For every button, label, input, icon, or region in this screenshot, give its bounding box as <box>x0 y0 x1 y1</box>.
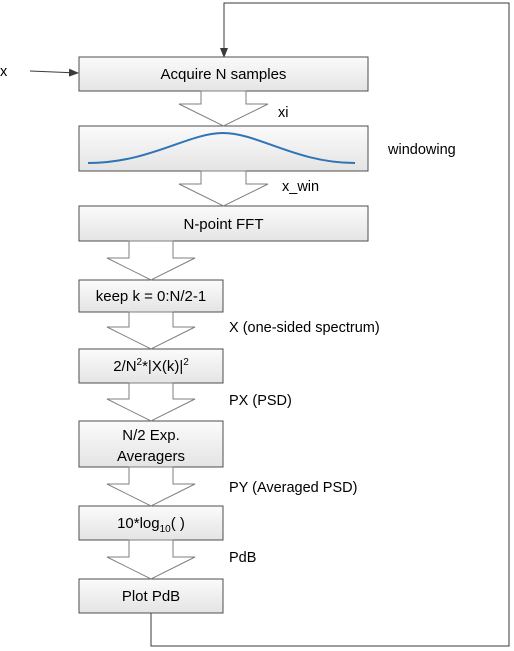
flow-arrow-log-plot <box>106 539 196 580</box>
keep-label: keep k = 0:N/2-1 <box>96 288 206 305</box>
flow-arrow-fft-keep <box>106 240 196 281</box>
pdb-label: PdB <box>229 550 256 566</box>
fft-label: N-point FFT <box>183 216 263 233</box>
psd-block <box>78 348 224 384</box>
px-label: PX (PSD) <box>229 393 292 409</box>
averager-label-line2: Averagers <box>117 448 185 465</box>
plot-label: Plot PdB <box>122 588 180 605</box>
flow-arrow-acquire-window <box>178 90 269 127</box>
flow-arrow-psd-averager <box>106 382 196 422</box>
plot-block <box>78 578 224 614</box>
input-label: x <box>0 64 8 80</box>
xi-label: xi <box>278 105 288 121</box>
log-label: 10*log10( ) <box>117 515 185 535</box>
acquire-label: Acquire N samples <box>161 66 287 83</box>
flow-arrow-keep-psd <box>106 311 196 350</box>
flow-arrow-averager-log <box>106 466 196 507</box>
windowing-label: windowing <box>387 142 456 158</box>
x-win-label: x_win <box>282 179 319 195</box>
flow-arrow-window-fft <box>178 170 269 207</box>
feedback-loop-line <box>150 2 510 647</box>
py-label: PY (Averaged PSD) <box>229 480 357 496</box>
window-curve <box>87 131 356 164</box>
input-arrow <box>29 68 79 77</box>
fft-block <box>78 205 369 242</box>
averager-block <box>78 420 224 468</box>
x-spectrum-label: X (one-sided spectrum) <box>229 320 380 336</box>
averager-label-line1: N/2 Exp. <box>122 427 180 444</box>
log-block <box>78 505 224 541</box>
psd-label: 2/N2*|X(k)|2 <box>113 357 189 375</box>
keep-block <box>78 279 224 313</box>
